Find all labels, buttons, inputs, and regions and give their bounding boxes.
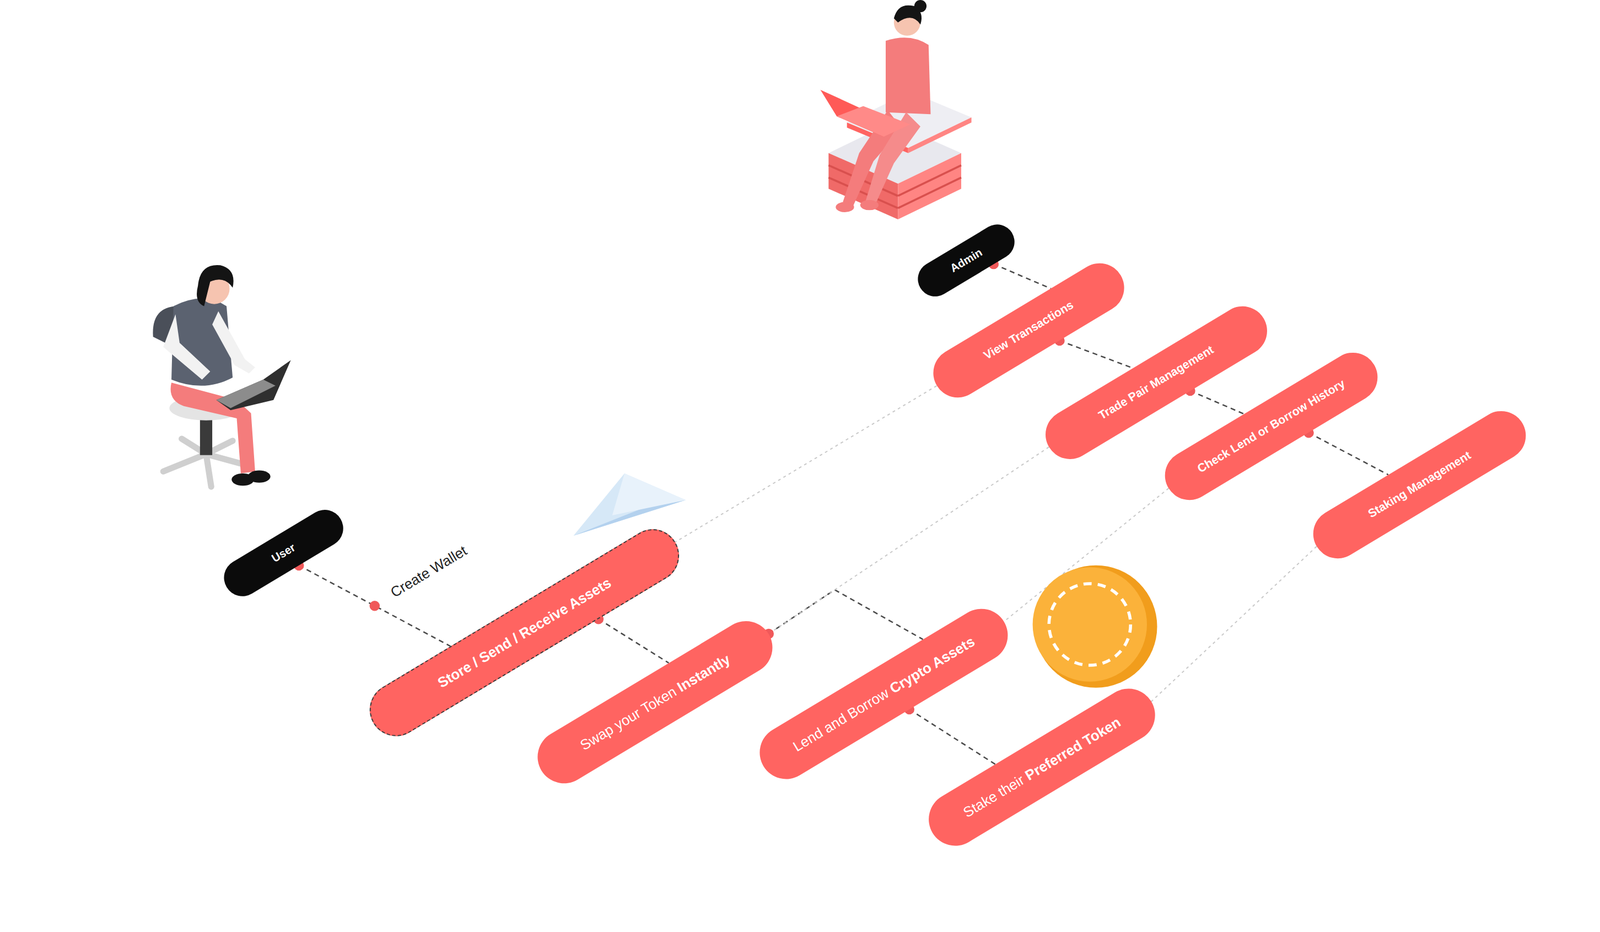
dashed-connector <box>1308 432 1388 475</box>
node-label: Check Lend or Borrow History <box>1195 376 1349 477</box>
node-label: Staking Management <box>1365 448 1474 521</box>
dashed-connector <box>1059 340 1133 369</box>
node-label: Store / Send / Receive Assets <box>434 574 614 691</box>
admin-pill: Staking Management <box>1304 401 1535 568</box>
paper-plane <box>573 473 686 536</box>
coin <box>1032 565 1158 688</box>
feature-pill: Stake their Preferred Token <box>918 679 1165 856</box>
edge-label: Create Wallet <box>384 540 473 604</box>
node-label: Trade Pair Management <box>1096 342 1217 423</box>
node-label: Stake their Preferred Token <box>960 713 1124 821</box>
dashed-connector <box>768 589 924 640</box>
connector-dot <box>369 600 381 612</box>
feature-pill: Lend and Borrow Crypto Assets <box>749 599 1018 790</box>
dotted-connector <box>1151 546 1317 702</box>
node-label: User <box>269 541 298 565</box>
admin-figure <box>820 0 972 220</box>
dotted-connector <box>1003 488 1169 622</box>
dotted-connector <box>675 385 937 542</box>
actor-pill: User <box>217 503 350 603</box>
actor-pill: Admin <box>911 217 1022 303</box>
dashed-connector <box>909 709 996 765</box>
dashed-connector <box>1189 390 1244 414</box>
dotted-connector <box>768 446 1049 634</box>
node-label: View Transactions <box>981 298 1076 363</box>
dashed-connector <box>598 618 669 664</box>
node-label: Lend and Borrow Crypto Assets <box>789 633 978 755</box>
node-label: Swap your Token Instantly <box>577 650 733 753</box>
user-figure <box>152 265 291 487</box>
dashed-connector <box>993 264 1052 289</box>
node-label: Admin <box>947 245 985 275</box>
